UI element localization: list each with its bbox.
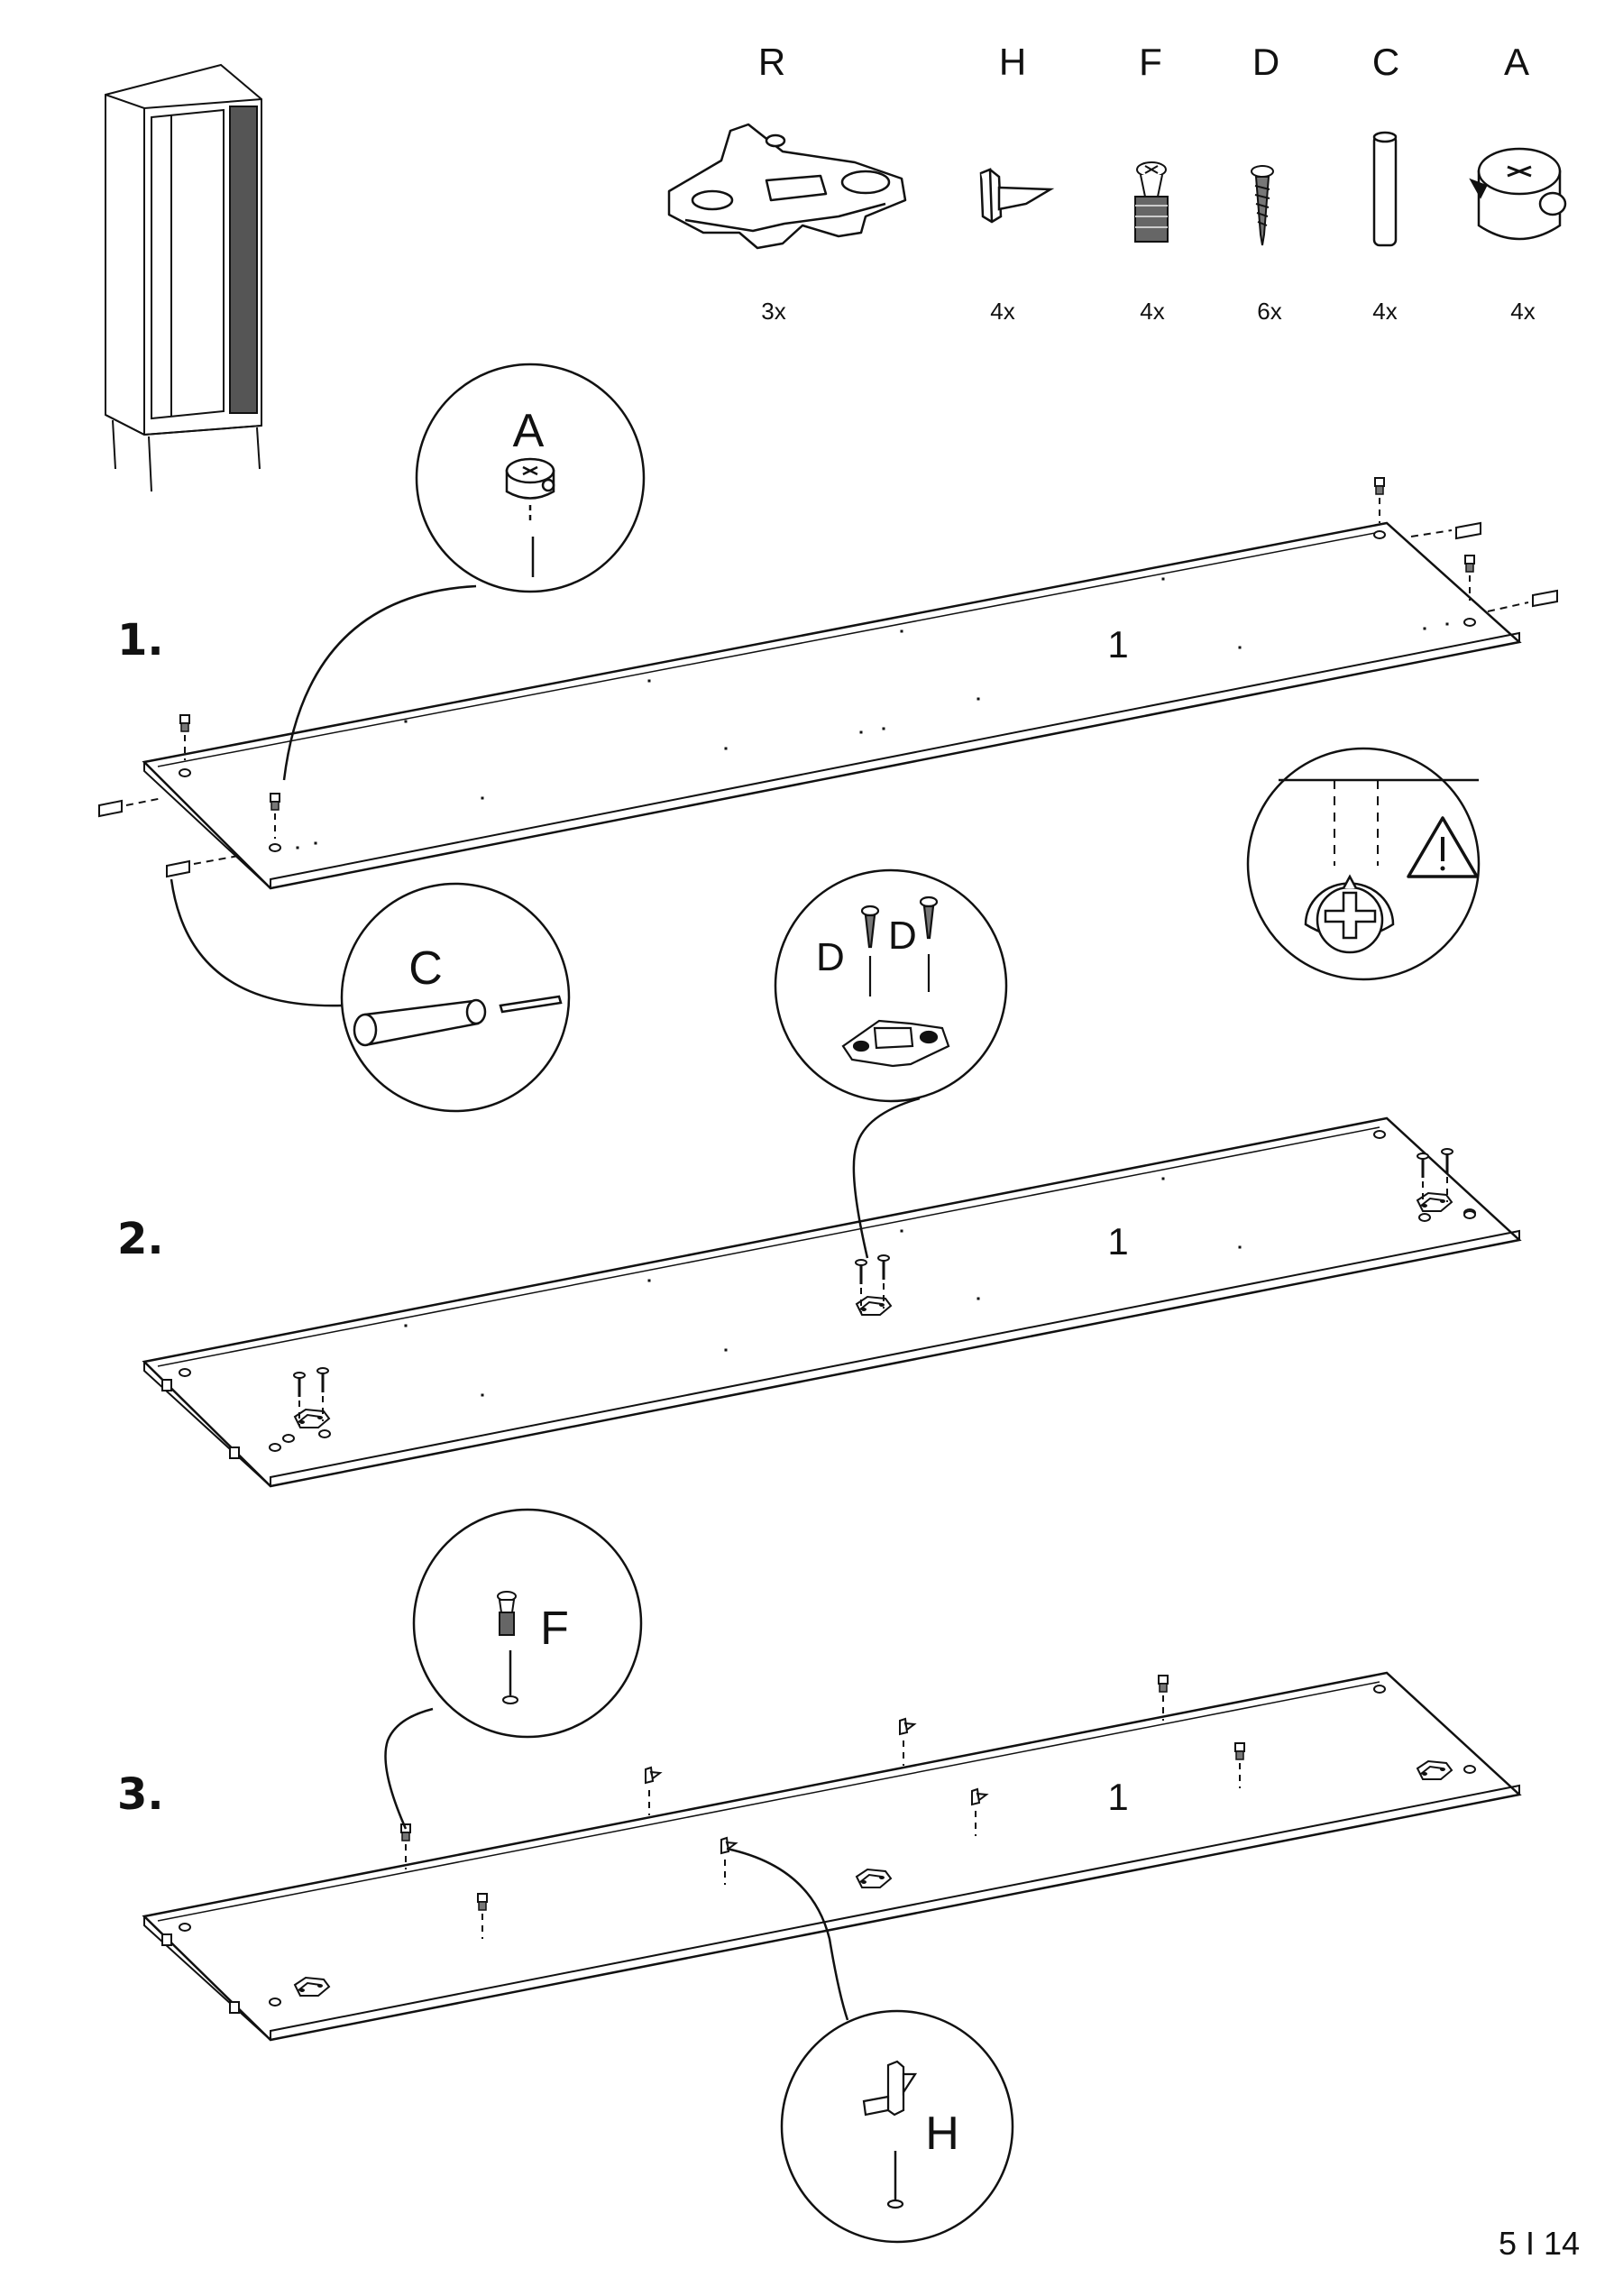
panel-label-step1: 1 bbox=[1107, 623, 1129, 666]
callout-label-h: H bbox=[925, 2108, 959, 2160]
callout-label-f: F bbox=[540, 1603, 569, 1655]
callout-label-d-left: D bbox=[816, 935, 845, 979]
callout-label-c: C bbox=[408, 942, 443, 995]
step-number-1: 1. bbox=[117, 615, 164, 666]
cam-lock-a-icon bbox=[1469, 147, 1567, 241]
cabinet-overview-icon bbox=[105, 63, 262, 492]
part-qty-h: 4x bbox=[990, 298, 1015, 325]
dowel-c-icon bbox=[1372, 131, 1398, 247]
part-qty-c: 4x bbox=[1372, 298, 1398, 325]
connector-bolt-f-icon bbox=[1134, 161, 1169, 243]
part-letter-a: A bbox=[1503, 41, 1530, 83]
step-number-3: 3. bbox=[117, 1769, 164, 1820]
panel-label-step3: 1 bbox=[1107, 1776, 1129, 1818]
warning-triangle-icon bbox=[1407, 816, 1479, 878]
callout-label-d-right: D bbox=[888, 914, 917, 958]
page-number: 5 I 14 bbox=[1499, 2225, 1581, 2262]
part-letter-d: D bbox=[1252, 41, 1280, 83]
step-number-2: 2. bbox=[117, 1214, 164, 1264]
part-letter-c: C bbox=[1371, 41, 1400, 83]
hinge-plate-r-icon bbox=[667, 123, 907, 250]
step3-panel bbox=[142, 1508, 1522, 2244]
panel-label-step2: 1 bbox=[1107, 1220, 1129, 1263]
part-letter-f: F bbox=[1139, 41, 1162, 83]
part-letter-h: H bbox=[998, 41, 1027, 83]
callout-label-a: A bbox=[512, 405, 545, 457]
wood-screw-d-icon bbox=[1251, 165, 1274, 246]
part-letter-r: R bbox=[757, 41, 786, 83]
step2-panel bbox=[142, 868, 1522, 1488]
step1-panel bbox=[98, 363, 1558, 1113]
part-qty-a: 4x bbox=[1510, 298, 1536, 325]
part-qty-f: 4x bbox=[1140, 298, 1165, 325]
part-qty-d: 6x bbox=[1257, 298, 1282, 325]
part-qty-r: 3x bbox=[761, 298, 786, 325]
shelf-support-h-icon bbox=[979, 168, 1055, 224]
